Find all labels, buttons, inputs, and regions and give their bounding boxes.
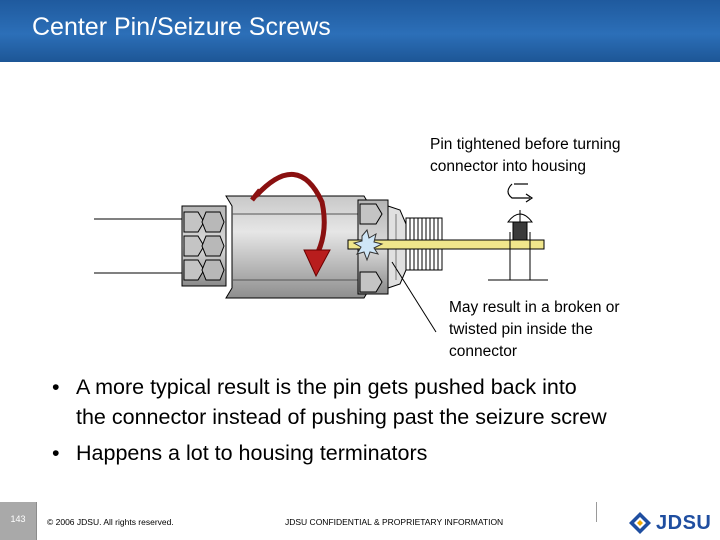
callout-leader-line bbox=[391, 261, 437, 333]
copyright-text: © 2006 JDSU. All rights reserved. bbox=[47, 517, 174, 527]
page-number-box: 143 bbox=[0, 502, 37, 540]
connector-body bbox=[225, 195, 371, 299]
callout-bottom-line: connector bbox=[449, 343, 518, 360]
bullet-text: Happens a lot to housing terminators bbox=[76, 441, 428, 465]
bullet-list: • A more typical result is the pin gets … bbox=[52, 372, 702, 474]
jdsu-logo-icon bbox=[629, 512, 651, 534]
seizure-screw bbox=[488, 210, 548, 281]
broken-pin-icon bbox=[352, 228, 384, 262]
callout-bottom-line: May result in a broken or bbox=[449, 299, 620, 316]
confidential-text: JDSU CONFIDENTIAL & PROPRIETARY INFORMAT… bbox=[285, 517, 504, 527]
bullet-text: the connector instead of pushing past th… bbox=[76, 405, 607, 429]
footer: 143 © 2006 JDSU. All rights reserved. JD… bbox=[0, 502, 720, 540]
footer-divider bbox=[596, 502, 597, 522]
bullet-item: • Happens a lot to housing terminators bbox=[52, 438, 702, 468]
page-number: 143 bbox=[10, 514, 26, 524]
callout-bottom: May result in a broken or twisted pin in… bbox=[449, 297, 620, 363]
bullet-text: A more typical result is the pin gets pu… bbox=[76, 375, 577, 399]
bullet-marker: • bbox=[52, 441, 60, 465]
rotation-arrow-icon bbox=[250, 171, 331, 278]
callout-top: Pin tightened before turning connector i… bbox=[430, 134, 620, 178]
center-pin bbox=[347, 239, 545, 250]
logo-text: JDSU bbox=[656, 512, 712, 534]
cable bbox=[94, 218, 182, 274]
slide-title: Center Pin/Seizure Screws bbox=[32, 13, 331, 41]
callout-top-line: connector into housing bbox=[430, 158, 586, 175]
callout-top-line: Pin tightened before turning bbox=[430, 136, 621, 153]
jdsu-logo: JDSU bbox=[628, 510, 712, 536]
rear-hex-collar bbox=[181, 205, 227, 287]
callout-bottom-line: twisted pin inside the bbox=[449, 321, 593, 338]
rotate-arrow-icon bbox=[507, 183, 534, 203]
bullet-marker: • bbox=[52, 375, 60, 399]
title-bar: Center Pin/Seizure Screws bbox=[0, 0, 720, 62]
bullet-item: • A more typical result is the pin gets … bbox=[52, 372, 702, 432]
